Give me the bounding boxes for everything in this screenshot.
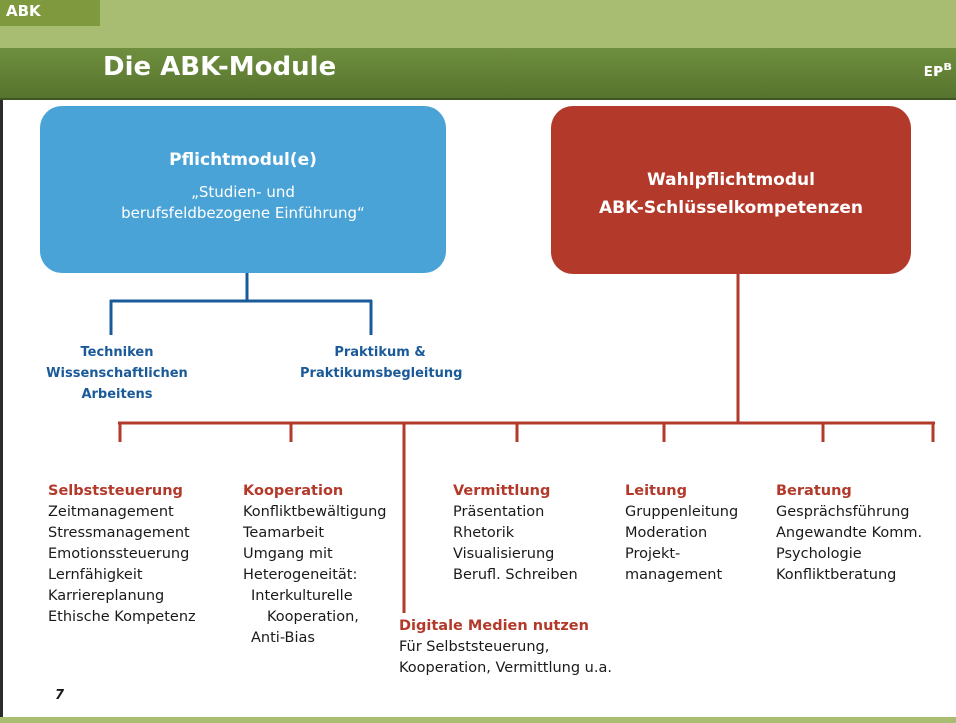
mandatory-subtitle-line-2: berufsfeldbezogene Einführung“ <box>121 204 365 222</box>
module-item: Lernfähigkeit <box>48 567 143 583</box>
section-tag-label: ABK <box>6 2 41 20</box>
page-title: Die ABK-Module <box>103 52 337 82</box>
module-kooperation: Kooperation Konfliktbewältigung Teamarbe… <box>243 481 387 649</box>
module-item: Kooperation, <box>267 609 359 625</box>
module-item: Karriereplanung <box>48 588 165 604</box>
module-item: Moderation <box>625 525 708 541</box>
top-bar <box>0 0 956 48</box>
title-bar: Die ABK-Module ᴇᴘᴮ <box>0 48 956 100</box>
elective-module-title-2: ABK-Schlüsselkompetenzen <box>598 198 864 218</box>
module-digitale-medien: Digitale Medien nutzen Für Selbststeueru… <box>399 616 612 679</box>
branch-right-line-1: Praktikum & <box>334 345 426 360</box>
module-item: Heterogeneität: <box>243 567 358 583</box>
branch-left-line-2: Wissenschaftlichen <box>46 366 188 381</box>
module-item: Ethische Kompetenz <box>48 609 196 625</box>
branch-left-line-1: Techniken <box>80 345 154 360</box>
module-item: Zeitmanagement <box>48 504 174 520</box>
elective-module-title-1: Wahlpflichtmodul <box>647 170 815 190</box>
module-item: Rhetorik <box>453 525 515 541</box>
module-item: Teamarbeit <box>243 525 325 541</box>
elective-module-box: Wahlpflichtmodul ABK-Schlüsselkompetenze… <box>551 106 911 274</box>
frame-left-border <box>0 0 3 723</box>
module-leitung: Leitung Gruppenleitung Moderation Projek… <box>625 481 738 586</box>
module-vermittlung: Vermittlung Präsentation Rhetorik Visual… <box>453 481 578 586</box>
module-heading: Selbststeuerung <box>48 483 183 499</box>
module-selbststeuerung: Selbststeuerung Zeitmanagement Stressman… <box>48 481 196 628</box>
module-item: Für Selbststeuerung, <box>399 639 550 655</box>
module-heading: Digitale Medien nutzen <box>399 618 589 634</box>
module-item: Interkulturelle <box>251 588 353 604</box>
module-item: Psychologie <box>776 546 862 562</box>
module-item: Projekt- <box>625 546 681 562</box>
module-item: Gruppenleitung <box>625 504 739 520</box>
module-heading: Vermittlung <box>453 483 551 499</box>
frame-bottom-border <box>0 717 956 723</box>
branch-internship: Praktikum & Praktikumsbegleitung <box>300 342 463 384</box>
page-number: 7 <box>55 688 65 703</box>
branch-left-line-3: Arbeitens <box>81 387 153 402</box>
module-item: Konfliktbewältigung <box>243 504 387 520</box>
module-item: Konfliktberatung <box>776 567 897 583</box>
branch-right-line-2: Praktikumsbegleitung <box>300 366 463 381</box>
section-tag: ABK <box>0 0 100 26</box>
module-item: Umgang mit <box>243 546 333 562</box>
module-heading: Kooperation <box>243 483 344 499</box>
module-item: Berufl. Schreiben <box>453 567 578 583</box>
mandatory-subtitle-line-1: „Studien- und <box>191 183 295 201</box>
module-beratung: Beratung Gesprächsführung Angewandte Kom… <box>776 481 922 586</box>
module-heading: Leitung <box>625 483 688 499</box>
module-item: Gesprächsführung <box>776 504 910 520</box>
module-item: Präsentation <box>453 504 545 520</box>
module-item: Angewandte Komm. <box>776 525 923 541</box>
module-item: Visualisierung <box>453 546 555 562</box>
module-item: Emotionssteuerung <box>48 546 190 562</box>
module-item: Anti-Bias <box>251 630 315 646</box>
module-item: Stressmanagement <box>48 525 190 541</box>
branch-scientific-work: Techniken Wissenschaftlichen Arbeitens <box>28 342 206 405</box>
module-item: management <box>625 567 723 583</box>
module-item: Kooperation, Vermittlung u.a. <box>399 660 612 676</box>
mandatory-module-title: Pflichtmodul(e) <box>169 150 317 170</box>
module-heading: Beratung <box>776 483 852 499</box>
logo-icon: ᴇᴘᴮ <box>923 60 952 81</box>
mandatory-module-subtitle: „Studien- und berufsfeldbezogene Einführ… <box>40 182 446 224</box>
mandatory-module-box: Pflichtmodul(e) „Studien- und berufsfeld… <box>40 106 446 273</box>
